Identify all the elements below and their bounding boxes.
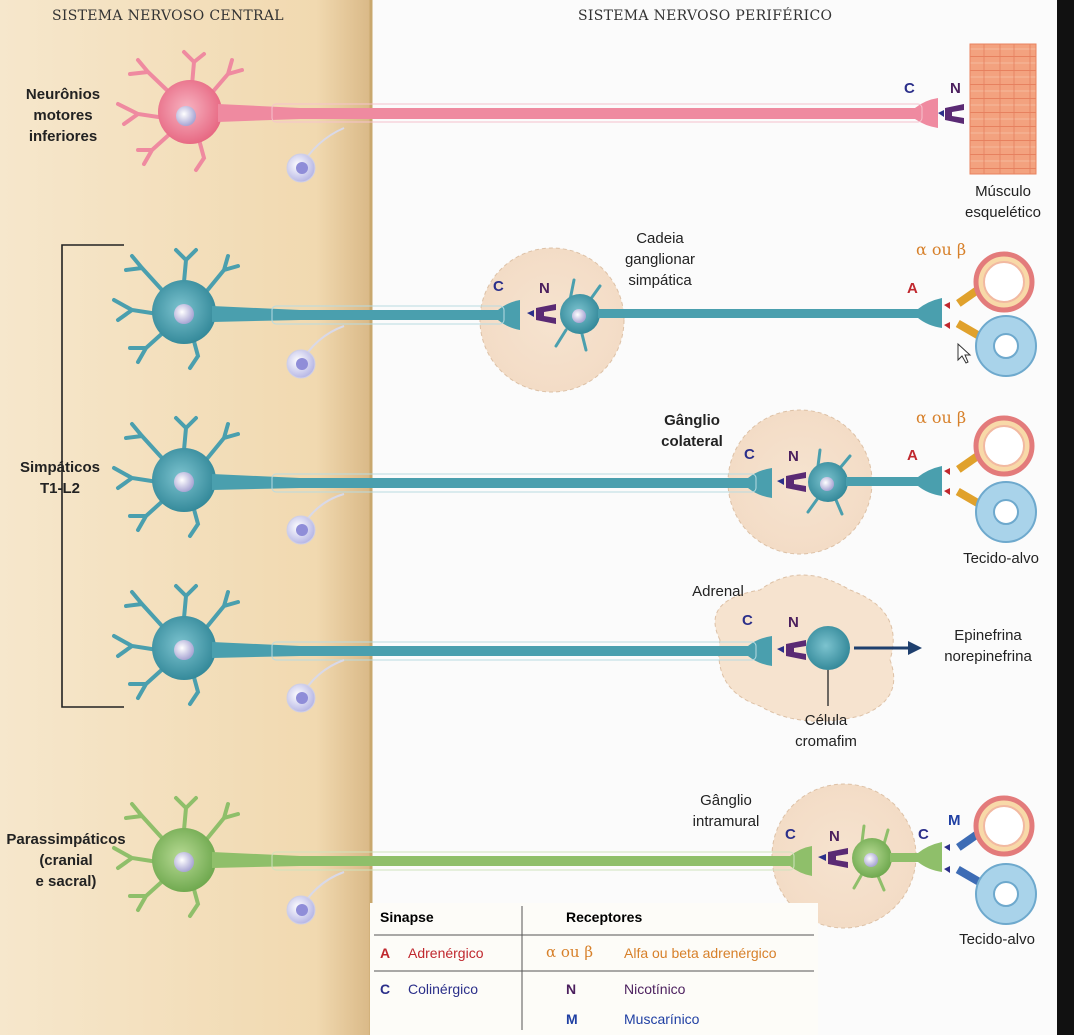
- motor-label-line2: motores: [33, 107, 93, 124]
- blood-vessel-icon-1: [973, 251, 1035, 313]
- hormone-output-label: Epinefrina norepinefrina: [928, 625, 1048, 667]
- intramural-ganglion-label: Gânglio intramural: [676, 790, 776, 832]
- chain-postganglionic-neuron: [527, 278, 942, 352]
- cursor-icon: [957, 342, 972, 364]
- legend-synapse-header: Sinapse: [380, 909, 434, 925]
- chromaffin-label-line2: cromafim: [795, 733, 857, 750]
- legend-receptor-muscarinic: Muscarínico: [624, 1011, 700, 1027]
- output-label-line2: norepinefrina: [944, 648, 1032, 665]
- legend-receptors-header: Receptores: [566, 909, 643, 925]
- blood-vessel-icon-3: [973, 795, 1035, 857]
- sympathetic-label-line2: T1-L2: [39, 480, 80, 497]
- chain-label-line3: simpática: [628, 272, 692, 289]
- parasymp-label-line1: Parassimpáticos: [6, 831, 126, 848]
- chromaffin-cell: [777, 626, 850, 706]
- collateral-pre-letter: C: [744, 446, 755, 463]
- sympathetic-neuron-2: [112, 416, 772, 538]
- collateral-post-letter: A: [907, 447, 918, 464]
- legend-receptor-alpha-beta: Alfa ou beta adrenérgico: [624, 945, 777, 961]
- gland-icon-1: [975, 315, 1037, 377]
- legend-code-a: A: [380, 945, 391, 961]
- adrenergic-receptors-2: [944, 451, 983, 508]
- chain-ganglion-label: Cadeia ganglionar simpática: [610, 228, 710, 291]
- sympathetic-neuron-3: [112, 584, 772, 706]
- glia-3: [286, 493, 345, 545]
- target-tissue-label-1: Tecido-alvo: [963, 550, 1039, 567]
- skeletal-muscle-icon: [969, 43, 1037, 175]
- adrenal-label: Adrenal: [692, 583, 744, 600]
- motor-receptor-letter: N: [950, 80, 961, 97]
- parasympathetic-label: Parassimpáticos (cranial e sacral): [0, 829, 132, 892]
- intramural-label-line1: Gânglio: [700, 792, 752, 809]
- chain-label-line2: ganglionar: [624, 251, 696, 268]
- parasymp-post-letter: C: [918, 826, 929, 843]
- legend-code-c: C: [380, 981, 391, 997]
- pns-header: SISTEMA NERVOSO PERIFÉRICO: [578, 8, 833, 24]
- parasymp-pre-letter: C: [785, 826, 796, 843]
- muscarinic-receptor-letter: M: [948, 812, 961, 829]
- adrenal-receptor-letter: N: [788, 614, 799, 631]
- collateral-postganglionic-neuron: [777, 448, 942, 516]
- adrenal-pre-letter: C: [742, 612, 753, 629]
- skeletal-muscle-label: Músculo esquelético: [948, 181, 1058, 223]
- collateral-label-line1: Gânglio: [664, 412, 720, 429]
- sympathetic-bracket: [61, 244, 124, 708]
- collateral-label-line2: colateral: [661, 433, 723, 450]
- motor-synapse-letter: C: [904, 80, 915, 97]
- legend-receptor-nicotinic: Nicotínico: [624, 981, 686, 997]
- chain-receptor-letter: N: [539, 280, 550, 297]
- blood-vessel-icon-2: [973, 415, 1035, 477]
- legend-table: Sinapse Receptores A Adrenérgico α ou β …: [370, 903, 818, 1035]
- muscle-label-line2: esquelético: [965, 204, 1041, 221]
- chain-receptor-label: α ou β: [916, 240, 967, 259]
- glia-5: [286, 871, 345, 925]
- chromaffin-label-line1: Célula: [804, 712, 848, 729]
- chain-pre-letter: C: [493, 278, 504, 295]
- sympathetic-label: Simpáticos T1-L2: [10, 457, 110, 499]
- muscle-label-line1: Músculo: [975, 183, 1031, 200]
- chain-label-line1: Cadeia: [636, 230, 684, 247]
- right-border: [1057, 0, 1074, 1035]
- nicotinic-receptor-motor: [938, 104, 964, 124]
- collateral-ganglion-label: Gânglio colateral: [640, 410, 744, 452]
- intramural-label-line2: intramural: [692, 813, 760, 830]
- chromaffin-cell-label: Célula cromafim: [776, 710, 876, 752]
- motor-neuron-label: Neurônios motores inferiores: [8, 84, 118, 147]
- gland-icon-2: [975, 481, 1037, 543]
- sympathetic-label-line1: Simpáticos: [19, 459, 101, 476]
- glia-4: [286, 659, 345, 713]
- parasympathetic-neuron: [112, 796, 812, 918]
- legend-background: [370, 903, 818, 1035]
- legend-receptor-code-alpha-beta: α ou β: [546, 943, 594, 961]
- parasymp-label-line3: e sacral): [35, 873, 97, 890]
- legend-name-adrenergic: Adrenérgico: [408, 945, 484, 961]
- glia-2: [286, 325, 345, 379]
- parasymp-label-line2: (cranial: [39, 852, 93, 869]
- motor-neuron: [116, 50, 938, 172]
- adrenal-gland-shape: [714, 574, 895, 722]
- collateral-receptor-label: α ou β: [916, 408, 967, 427]
- hormone-output-arrow: [854, 641, 922, 655]
- target-tissue-label-2: Tecido-alvo: [959, 931, 1035, 948]
- chain-post-letter: A: [907, 280, 918, 297]
- glia-1: [286, 127, 345, 183]
- parasymp-receptor-letter: N: [829, 828, 840, 845]
- legend-receptor-code-n: N: [566, 981, 577, 997]
- sympathetic-neuron-1: [112, 248, 520, 370]
- output-label-line1: Epinefrina: [954, 627, 1022, 644]
- collateral-receptor-letter: N: [788, 448, 799, 465]
- legend-name-cholinergic: Colinérgico: [408, 981, 479, 997]
- motor-label-line3: inferiores: [28, 128, 98, 145]
- cns-header: SISTEMA NERVOSO CENTRAL: [52, 8, 284, 24]
- motor-label-line1: Neurônios: [25, 86, 101, 103]
- intramural-postganglionic-neuron: [818, 824, 942, 892]
- gland-icon-3: [975, 863, 1037, 925]
- legend-receptor-code-m: M: [566, 1011, 578, 1027]
